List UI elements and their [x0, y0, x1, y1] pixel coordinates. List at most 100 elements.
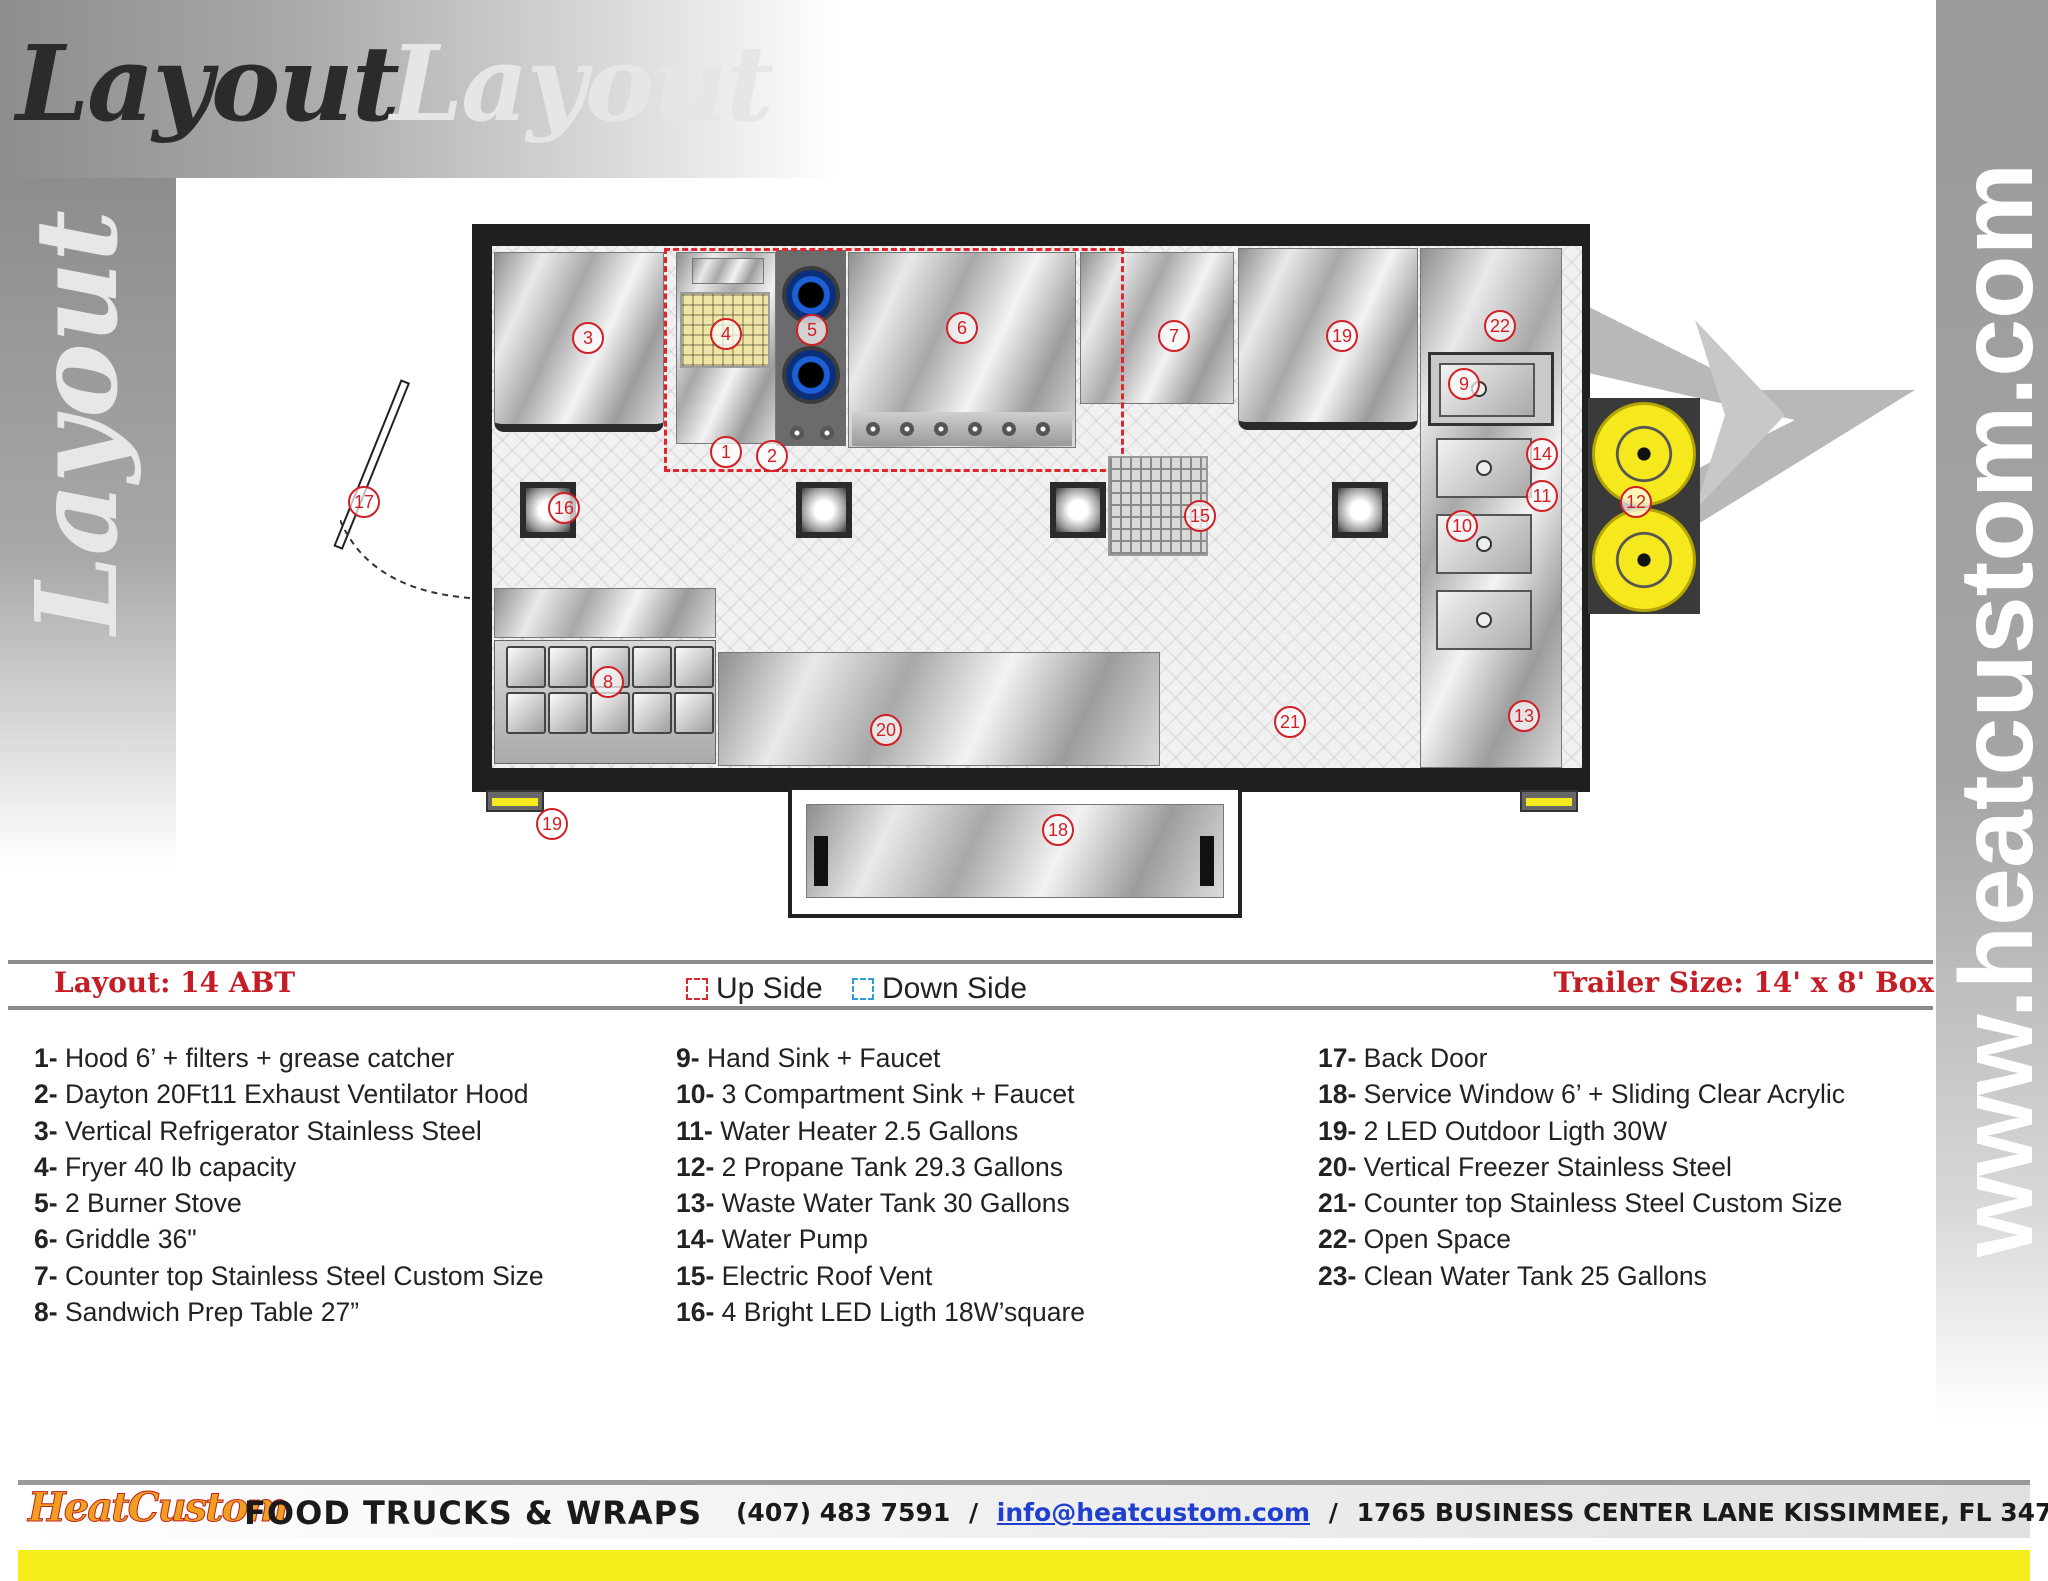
- marker-6: 6: [946, 312, 978, 344]
- marker-10: 10: [1446, 510, 1478, 542]
- prep-pan: [548, 692, 588, 734]
- list-item: 22- Open Space: [1318, 1224, 1512, 1255]
- list-item: 12- 2 Propane Tank 29.3 Gallons: [676, 1151, 1063, 1182]
- list-item: 8- Sandwich Prep Table 27”: [34, 1297, 360, 1328]
- drain-icon: [1476, 460, 1492, 476]
- page-title: Layout: [16, 22, 400, 145]
- marker-12: 12: [1620, 486, 1652, 518]
- counter-top: [1080, 252, 1234, 404]
- items-column-1: 1- Hood 6’ + filters + grease catcher 2-…: [34, 1040, 544, 1330]
- separator: /: [968, 1498, 979, 1527]
- marker-21: 20: [870, 714, 902, 746]
- legend-down-side: Down Side: [852, 972, 1027, 1006]
- marker-5: 5: [796, 314, 828, 346]
- website-url[interactable]: www.heatcustom.com: [1939, 162, 2048, 1258]
- list-item: 2- Dayton 20Ft11 Exhaust Ventilator Hood: [34, 1079, 529, 1110]
- marker-2: 2: [756, 440, 788, 472]
- knob-icon: [820, 426, 834, 440]
- brand-logo: HeatCustom: [28, 1484, 290, 1532]
- prep-table-back: [494, 588, 716, 638]
- marker-14: 14: [1526, 438, 1558, 470]
- knob-icon: [1036, 422, 1050, 436]
- outdoor-light-icon: [1520, 790, 1578, 812]
- list-item: 4- Fryer 40 lb capacity: [34, 1151, 297, 1182]
- list-item: 7- Counter top Stainless Steel Custom Si…: [34, 1260, 544, 1291]
- list-item: 21- Counter top Stainless Steel Custom S…: [1318, 1188, 1843, 1219]
- list-item: 13- Waste Water Tank 30 Gallons: [676, 1188, 1070, 1219]
- marker-22: 21: [1274, 706, 1306, 738]
- address: 1765 BUSINESS CENTER LANE KISSIMMEE, FL …: [1356, 1498, 2048, 1527]
- items-column-2: 9- Hand Sink + Faucet 10- 3 Compartment …: [676, 1040, 1085, 1330]
- door-swing-arc: [340, 520, 471, 599]
- list-item: 16- 4 Bright LED Ligth 18W’square: [676, 1297, 1086, 1328]
- prep-pan: [506, 646, 546, 688]
- right-band: [1936, 0, 2048, 1420]
- list-item: 11- Water Heater 2.5 Gallons: [676, 1115, 1019, 1146]
- hood-outline: [664, 248, 1124, 472]
- left-band: [0, 178, 176, 868]
- divider-top: [8, 960, 1933, 964]
- led-light-icon: [1050, 482, 1106, 538]
- brand-name: FOOD TRUCKS & WRAPS: [244, 1494, 703, 1532]
- marker-16: 16: [548, 492, 580, 524]
- list-item: 19- 2 LED Outdoor Ligth 30W: [1318, 1115, 1668, 1146]
- marker-13: 13: [1508, 700, 1540, 732]
- marker-19: 19: [536, 808, 568, 840]
- list-item: 15- Electric Roof Vent: [676, 1260, 933, 1291]
- griddle-knob-strip: [852, 412, 1072, 446]
- page-title-echo: Layout: [390, 22, 774, 145]
- marker-8: 8: [592, 666, 624, 698]
- service-window: [788, 786, 1242, 918]
- marker-20: 19: [1326, 320, 1358, 352]
- list-item: 20- Vertical Freezer Stainless Steel: [1318, 1151, 1732, 1182]
- fryer-top-panel: [692, 258, 764, 284]
- counter-top-front: [718, 652, 1160, 766]
- knob-icon: [866, 422, 880, 436]
- list-item: 9- Hand Sink + Faucet: [676, 1043, 941, 1073]
- knob-icon: [900, 422, 914, 436]
- phone-number[interactable]: (407) 483 7591: [736, 1498, 951, 1527]
- header-band: [0, 0, 840, 178]
- email-link[interactable]: info@heatcustom.com: [996, 1498, 1311, 1527]
- hand-sink: [1428, 352, 1554, 426]
- separator: /: [1328, 1498, 1338, 1527]
- prep-pan: [674, 692, 714, 734]
- list-item: 18- Service Window 6’ + Sliding Clear Ac…: [1318, 1079, 1846, 1110]
- list-item: 5- 2 Burner Stove: [34, 1188, 242, 1219]
- list-item: 6- Griddle 36": [34, 1224, 197, 1255]
- list-item: 23- Clean Water Tank 25 Gallons: [1318, 1260, 1707, 1291]
- legend-up-side: Up Side: [686, 972, 823, 1006]
- vertical-freezer: [1238, 248, 1418, 430]
- window-handle: [1200, 836, 1214, 886]
- divider-bottom: [8, 1006, 1933, 1010]
- prep-pan: [632, 692, 672, 734]
- list-item: 1- Hood 6’ + filters + grease catcher: [34, 1043, 455, 1073]
- marker-3: 3: [572, 322, 604, 354]
- window-glass: [806, 804, 1224, 898]
- knob-icon: [968, 422, 982, 436]
- marker-7: 7: [1158, 320, 1190, 352]
- knob-icon: [1002, 422, 1016, 436]
- drain-icon: [1476, 536, 1492, 552]
- marker-23: 22: [1484, 310, 1516, 342]
- prep-pan: [674, 646, 714, 688]
- burner-icon: [782, 346, 840, 404]
- list-item: 14- Water Pump: [676, 1224, 868, 1255]
- list-item: 3- Vertical Refrigerator Stainless Steel: [34, 1115, 482, 1146]
- trailer-size: Trailer Size: 14' x 8' Box: [1553, 966, 1934, 999]
- knob-icon: [934, 422, 948, 436]
- window-handle: [814, 836, 828, 886]
- marker-9: 9: [1448, 368, 1480, 400]
- prep-pan: [548, 646, 588, 688]
- items-column-3: 17- Back Door 18- Service Window 6’ + Sl…: [1318, 1040, 1845, 1294]
- up-side-label: Up Side: [716, 972, 823, 1005]
- marker-18: 18: [1042, 814, 1074, 846]
- propane-tank-icon: [1592, 508, 1696, 612]
- down-side-swatch-icon: [852, 978, 874, 1000]
- footer-bar: [18, 1480, 2030, 1538]
- marker-15: 15: [1184, 500, 1216, 532]
- marker-11: 11: [1526, 480, 1558, 512]
- knob-icon: [790, 426, 804, 440]
- drain-icon: [1476, 612, 1492, 628]
- prep-pan: [632, 646, 672, 688]
